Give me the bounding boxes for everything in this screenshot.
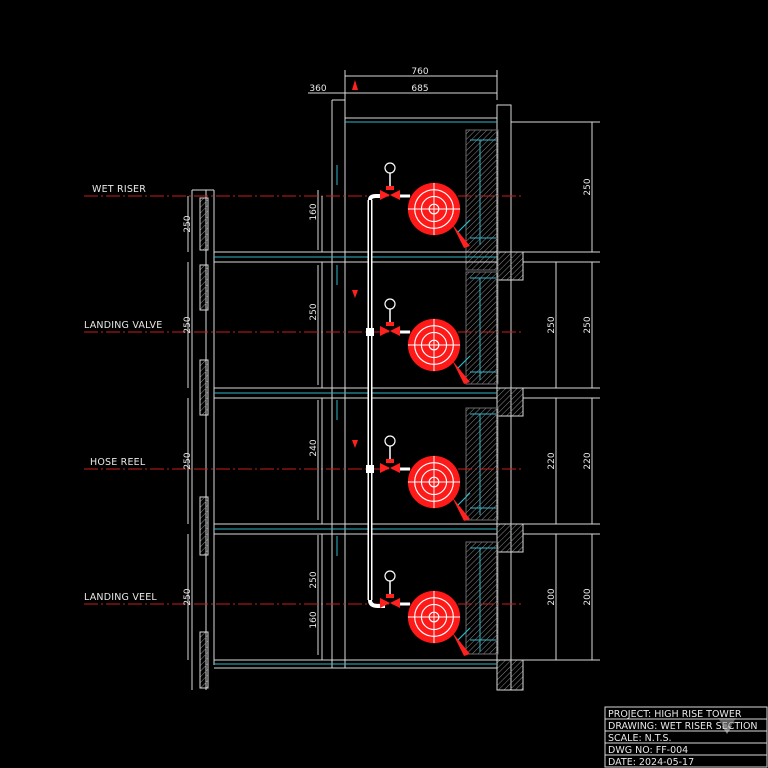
landing-valve-icon	[380, 463, 400, 473]
title-block-dwg-no: DWG NO: FF-004	[608, 745, 688, 756]
right-outer-dim-3: 220	[583, 452, 593, 469]
title-block-date: DATE: 2024-05-17	[608, 757, 694, 768]
left-dimension-lines	[187, 196, 323, 660]
inner-dim-4: 250	[309, 571, 319, 588]
level-label-landing-veel: LANDING VEEL	[84, 592, 157, 603]
level-centerlines	[84, 195, 524, 605]
left-dim-3: 250	[183, 452, 193, 469]
level-label-wet-riser: WET RISER	[92, 184, 146, 195]
pressure-gauge-icon	[384, 570, 396, 582]
right-inner-dim-1: 250	[547, 316, 557, 333]
hose-reel-assembly-1	[380, 162, 471, 248]
hose-reel-assembly-2	[366, 298, 471, 384]
dim-overall-width: 760	[411, 67, 428, 77]
landing-valve-icon	[380, 326, 400, 336]
level-label-hose-reel: HOSE REEL	[90, 457, 146, 468]
right-outer-dim-4: 200	[583, 588, 593, 605]
riser-shaft	[317, 99, 497, 668]
inner-dim-2: 250	[309, 303, 319, 320]
left-wall	[191, 189, 215, 690]
title-block-project: PROJECT: HIGH RISE TOWER	[608, 709, 742, 720]
title-block-scale: SCALE: N.T.S.	[608, 733, 672, 744]
watermark-icon	[718, 718, 736, 734]
hose-reel-icon	[407, 455, 461, 509]
level-label-landing-valve: LANDING VALVE	[84, 320, 162, 331]
top-dimensions	[308, 70, 498, 100]
landing-valve-icon	[380, 190, 400, 200]
right-inner-dim-2: 220	[547, 452, 557, 469]
inner-dim-1: 160	[309, 203, 319, 220]
pressure-gauge-icon	[384, 435, 396, 447]
inner-dim-5: 160	[309, 611, 319, 628]
hose-reel-icon	[407, 318, 461, 372]
left-dim-1: 250	[183, 215, 193, 232]
hose-reel-icon	[407, 182, 461, 236]
hose-reel-icon	[407, 590, 461, 644]
right-dimension-lines	[511, 121, 600, 661]
floor-slabs	[214, 139, 600, 669]
dim-inner-width: 685	[411, 84, 428, 94]
right-outer-dim-1: 250	[583, 178, 593, 195]
title-block	[604, 706, 768, 768]
landing-valve-icon	[380, 598, 400, 608]
right-inner-dim-3: 200	[547, 588, 557, 605]
left-dim-4: 250	[183, 588, 193, 605]
hose-reel-assembly-3	[366, 435, 471, 521]
riser-pipe	[352, 80, 385, 608]
right-outer-dim-2: 250	[583, 316, 593, 333]
right-wall	[465, 104, 524, 691]
title-block-drawing: DRAWING: WET RISER SECTION	[608, 721, 758, 732]
inner-dim-3: 240	[309, 439, 319, 456]
hose-reel-assembly-4	[380, 570, 471, 656]
dim-left-offset: 360	[309, 84, 326, 94]
left-dim-2: 250	[183, 316, 193, 333]
pressure-gauge-icon	[384, 298, 396, 310]
pressure-gauge-icon	[384, 162, 396, 174]
